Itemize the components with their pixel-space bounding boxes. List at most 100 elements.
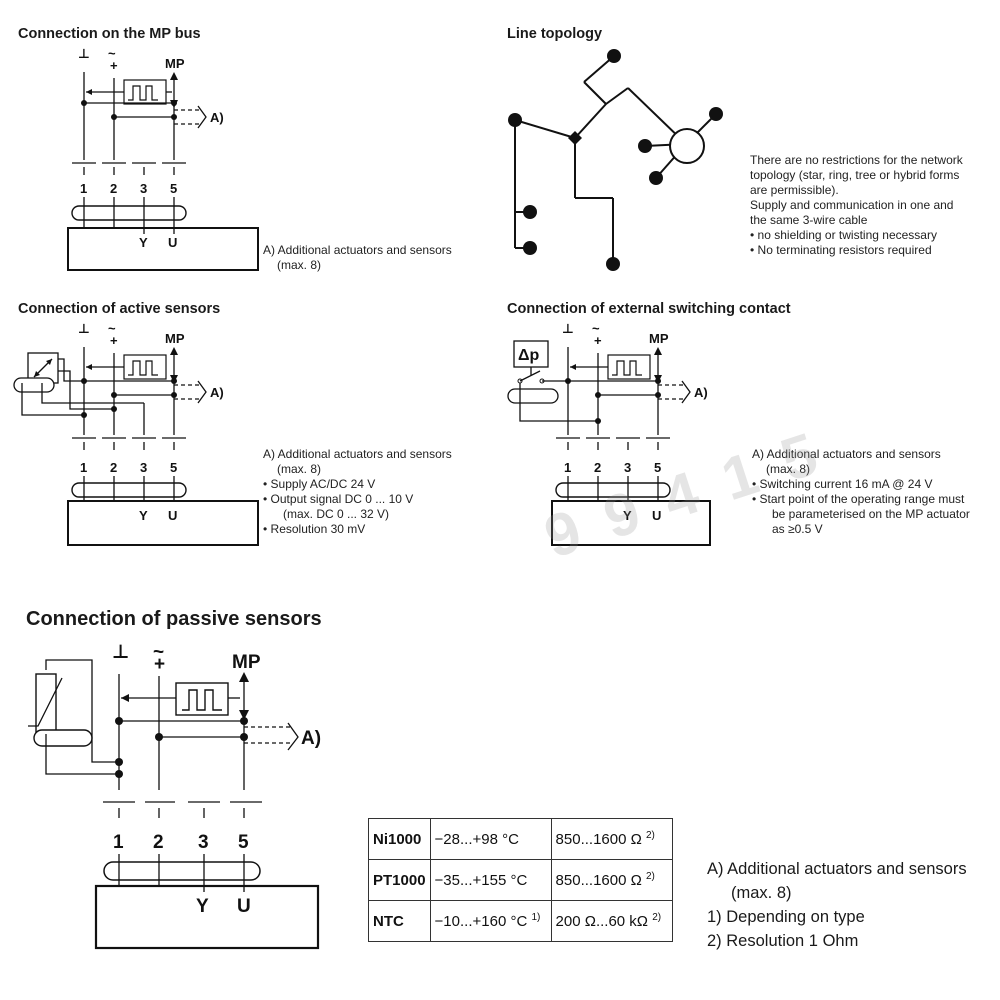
active-bullet-3: Resolution 30 mV	[263, 522, 493, 537]
resistance-value: 850...1600 Ω	[555, 831, 642, 848]
topology-note-1: There are no restrictions for the networ…	[750, 153, 963, 167]
y-label: Y	[139, 508, 148, 523]
topology-note-5: the same 3-wire cable	[750, 213, 868, 227]
u-label: U	[168, 508, 177, 523]
external-note-line2: (max. 8)	[766, 462, 811, 476]
terminal-2: 2	[153, 832, 164, 853]
external-contact-wiring-diagram: ⊥ ~ + MP A) Δp 1 2 3 5 Y U	[507, 321, 711, 546]
terminal-3: 3	[198, 832, 209, 853]
topology-note-3: are permissible).	[750, 183, 839, 197]
supply-symbol: ~	[108, 321, 116, 336]
passive-note-1: A) Additional actuators and sensors	[707, 860, 967, 878]
table-row: NTC −10...+160 °C 1) 200 Ω...60 kΩ 2)	[368, 900, 673, 942]
topology-bullet-1: no shielding or twisting necessary	[750, 228, 995, 243]
sensor-range: −28...+98 °C	[429, 818, 552, 860]
terminal-1: 1	[113, 832, 124, 853]
plus-symbol: +	[154, 654, 165, 675]
passive-sensor-table: Ni1000 −28...+98 °C 850...1600 Ω 2) PT10…	[368, 818, 673, 942]
mp-label: MP	[165, 56, 185, 71]
footnote-ref: 2)	[652, 912, 662, 923]
active-note-line1: A) Additional actuators and sensors	[263, 447, 452, 461]
topology-notes: There are no restrictions for the networ…	[750, 153, 995, 258]
terminal-5: 5	[238, 832, 249, 853]
terminal-2: 2	[110, 460, 117, 475]
a-label: A)	[694, 385, 708, 400]
active-sensors-notes: A) Additional actuators and sensors (max…	[263, 447, 493, 537]
heading-active-sensors: Connection of active sensors	[18, 301, 221, 317]
external-bullet-1: Switching current 16 mA @ 24 V	[752, 477, 992, 492]
range-value: −10...+160 °C	[434, 913, 528, 930]
sensor-range: −35...+155 °C	[429, 859, 552, 901]
y-label: Y	[623, 508, 632, 523]
external-bullet-2c: as ≥0.5 V	[772, 522, 823, 536]
terminal-1: 1	[80, 181, 87, 196]
a-label: A)	[210, 110, 224, 125]
mp-label: MP	[165, 331, 185, 346]
topology-bullet-2: No terminating resistors required	[750, 243, 995, 258]
y-label: Y	[196, 896, 209, 917]
dp-switch-label: Δp	[518, 347, 540, 364]
active-note-line2: (max. 8)	[277, 462, 322, 476]
passive-note-3: 1) Depending on type	[707, 908, 865, 926]
external-bullet-2a: Start point of the operating range must	[759, 492, 965, 506]
active-sensors-wiring-diagram: ⊥ ~ + MP A) 1 2 3 5 Y U	[13, 321, 259, 546]
active-bullet-2b: (max. DC 0 ... 32 V)	[283, 507, 390, 521]
external-bullet-2: Start point of the operating range mustb…	[752, 492, 992, 537]
terminal-1: 1	[80, 460, 87, 475]
external-bullet-2b: be parameterised on the MP actuator	[772, 507, 970, 521]
ground-symbol: ⊥	[112, 642, 129, 663]
footnote-ref: 2)	[646, 830, 655, 841]
heading-external-contact: Connection of external switching contact	[507, 301, 791, 317]
supply-symbol: ~	[108, 46, 116, 61]
supply-symbol: ~	[592, 321, 600, 336]
heading-mp-bus: Connection on the MP bus	[18, 26, 201, 42]
terminal-2: 2	[110, 181, 117, 196]
a-label: A)	[301, 728, 321, 749]
mp-label: MP	[649, 331, 669, 346]
active-bullet-2: Output signal DC 0 ... 10 V(max. DC 0 ..…	[263, 492, 493, 522]
plus-symbol: +	[110, 333, 118, 348]
ground-symbol: ⊥	[78, 46, 90, 61]
a-label: A)	[210, 385, 224, 400]
sensor-resistance: 200 Ω...60 kΩ 2)	[550, 900, 673, 942]
passive-sensors-notes: A) Additional actuators and sensors (max…	[707, 857, 992, 953]
mp-bus-note-line2: (max. 8)	[277, 258, 322, 272]
table-row: Ni1000 −28...+98 °C 850...1600 Ω 2)	[368, 818, 673, 860]
terminal-3: 3	[140, 181, 147, 196]
terminal-3: 3	[140, 460, 147, 475]
y-label: Y	[139, 235, 148, 250]
topology-note-4: Supply and communication in one and	[750, 198, 954, 212]
range-value: −35...+155 °C	[434, 871, 528, 889]
sensor-range: −10...+160 °C 1)	[429, 900, 552, 942]
active-bullet-2a: Output signal DC 0 ... 10 V	[270, 492, 414, 506]
sensor-type: NTC	[368, 900, 431, 942]
plus-symbol: +	[110, 58, 118, 73]
topology-note-2: topology (star, ring, tree or hybrid for…	[750, 168, 960, 182]
passive-note-2: (max. 8)	[731, 884, 792, 902]
supply-symbol: ~	[153, 642, 164, 663]
terminal-1: 1	[564, 460, 571, 475]
sensor-resistance: 850...1600 Ω 2)	[550, 818, 673, 860]
sensor-type: Ni1000	[368, 818, 431, 860]
u-label: U	[237, 896, 251, 917]
line-topology-diagram	[508, 49, 723, 271]
terminal-5: 5	[654, 460, 661, 475]
ground-symbol: ⊥	[562, 321, 574, 336]
plus-symbol: +	[594, 333, 602, 348]
mp-bus-note: A) Additional actuators and sensors (max…	[263, 243, 452, 273]
terminal-5: 5	[170, 460, 177, 475]
terminal-2: 2	[594, 460, 601, 475]
sensor-resistance: 850...1600 Ω 2)	[550, 859, 673, 901]
sensor-type: PT1000	[368, 859, 431, 901]
terminal-3: 3	[624, 460, 631, 475]
passive-sensors-wiring-diagram: ⊥ ~ + MP A) 1 2 3 5 Y U	[28, 642, 321, 950]
heading-line-topology: Line topology	[507, 26, 603, 42]
mp-label: MP	[232, 652, 261, 673]
range-value: −28...+98 °C	[434, 830, 519, 848]
terminal-5: 5	[170, 181, 177, 196]
u-label: U	[652, 508, 661, 523]
table-row: PT1000 −35...+155 °C 850...1600 Ω 2)	[368, 859, 673, 901]
u-label: U	[168, 235, 177, 250]
active-bullet-1: Supply AC/DC 24 V	[263, 477, 493, 492]
resistance-value: 200 Ω...60 kΩ	[555, 913, 649, 930]
